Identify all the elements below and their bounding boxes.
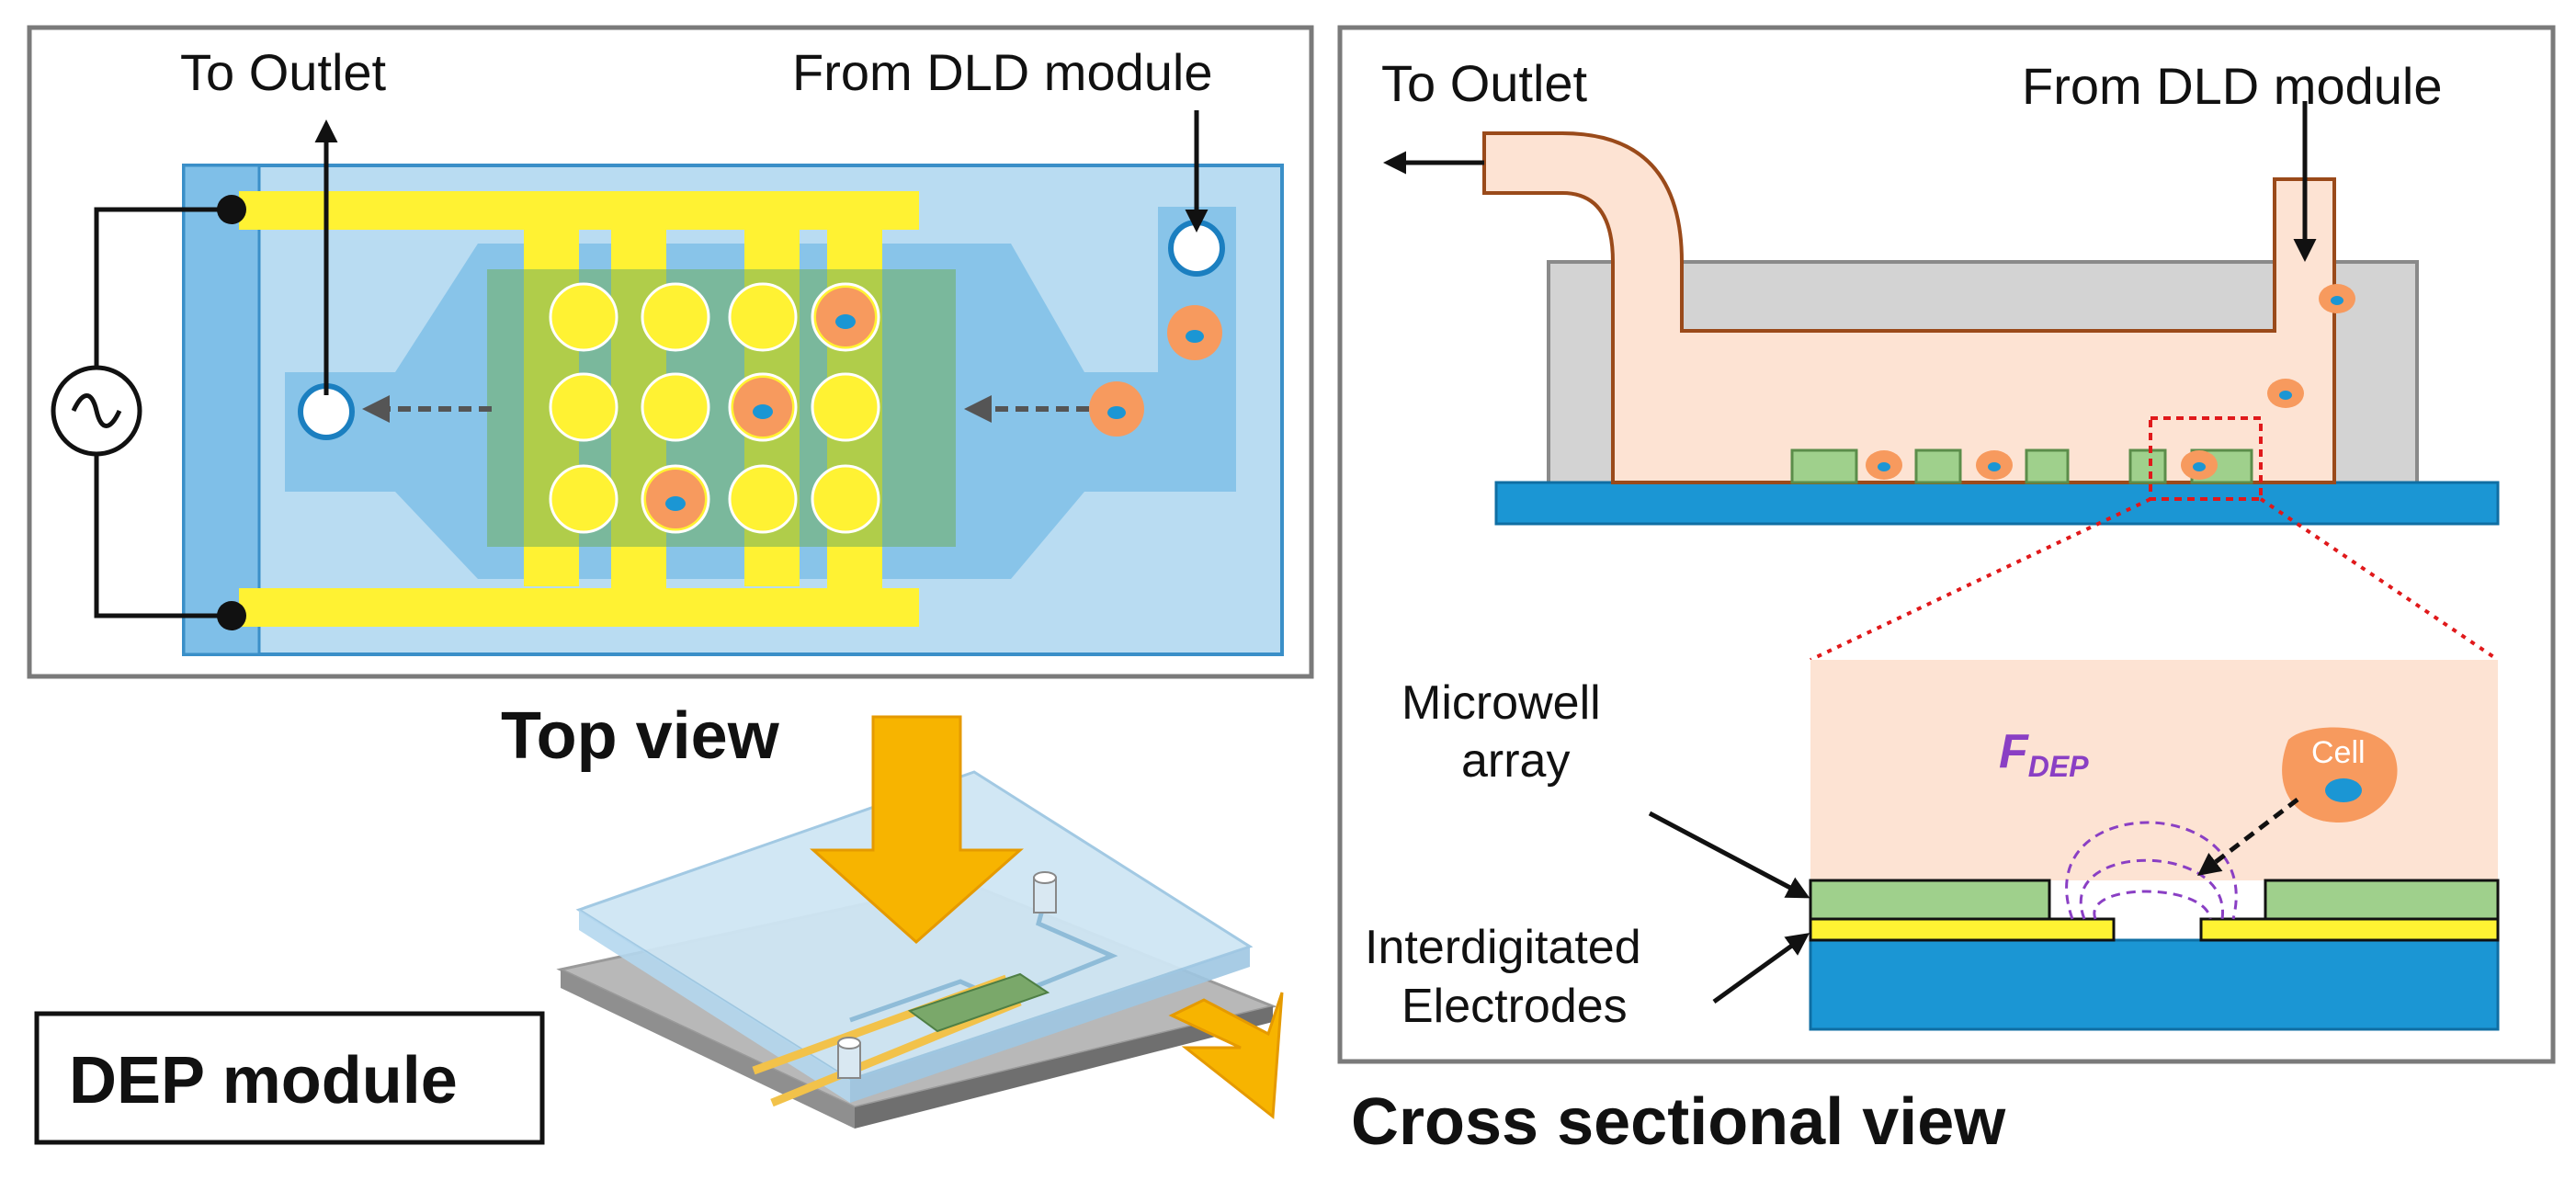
cross-to-outlet-label: To Outlet (1381, 54, 1588, 112)
microwell-label-line1: Microwell (1401, 676, 1601, 730)
cross-section-panel: To Outlet From DLD module Cell FDEP Micr… (1337, 25, 2556, 1064)
microwell-label-line2: array (1461, 734, 1570, 788)
device-base-side (561, 970, 855, 1129)
top-view-panel: To Outlet From DLD module (27, 25, 1314, 679)
zoom-cell-label: Cell (2311, 735, 2366, 770)
dep-module-3d (556, 715, 1284, 1129)
dep-field-lines (2065, 821, 2238, 920)
device-base-front (855, 1006, 1273, 1129)
zoom-electrode-right (2199, 917, 2500, 942)
incoming-cells (1089, 305, 1222, 437)
dep-module-label: DEP module (69, 1044, 458, 1118)
fluid-path-dashes-top (1680, 262, 2276, 333)
zoom-electrode-left (1809, 917, 2116, 942)
fdep-label: FDEP (1999, 725, 2089, 783)
zoom-microwell-left (1809, 879, 2051, 921)
electrode-bus-strip (182, 164, 261, 656)
zoom-cell (2282, 727, 2398, 823)
cell-attraction-arrow (2197, 798, 2299, 877)
cross-microwells (1790, 448, 2253, 484)
terminal-top (217, 195, 246, 224)
top-view-caption: Top view (501, 699, 780, 773)
inlet-port (1168, 220, 1225, 277)
terminal-bottom (217, 601, 246, 630)
top-to-outlet-label: To Outlet (180, 43, 387, 101)
device-microwell-patch (907, 972, 1050, 1033)
dep-module-box (34, 1011, 545, 1145)
zoom-line-left (1810, 497, 2151, 662)
top-from-dld-label: From DLD module (792, 43, 1212, 101)
zoom-substrate (1809, 938, 2500, 1031)
zoom-line-right (2259, 497, 2500, 662)
zoom-cell-nucleus (2325, 778, 2362, 802)
cross-section-frame (1337, 25, 2556, 1064)
cross-cells (1866, 284, 2355, 480)
ac-source-circuit (51, 207, 230, 618)
cross-section-caption: Cross sectional view (1351, 1085, 2006, 1159)
side-view-direction-arrow-shape (1168, 992, 1284, 1119)
electrodes-label-line1: Interdigitated (1365, 921, 1641, 974)
cross-substrate (1494, 481, 2500, 526)
microwell-pointer (1648, 811, 1810, 899)
device-glass-front (850, 947, 1250, 1103)
device-ports (837, 871, 1057, 1079)
device-electrode-1 (770, 997, 1022, 1107)
device-glass-side (579, 910, 850, 1103)
device-channel (849, 889, 1118, 1023)
electrodes-pointer (1712, 933, 1810, 1004)
zoom-highlight (2149, 416, 2263, 501)
zoom-microwell-right (2264, 879, 2500, 921)
top-view-direction-arrow (810, 715, 1024, 945)
cross-from-dld-label: From DLD module (2022, 57, 2442, 115)
top-view-frame (27, 25, 1314, 679)
electrodes-label-line2: Electrodes (1401, 980, 1628, 1033)
trapped-cells (646, 288, 875, 528)
